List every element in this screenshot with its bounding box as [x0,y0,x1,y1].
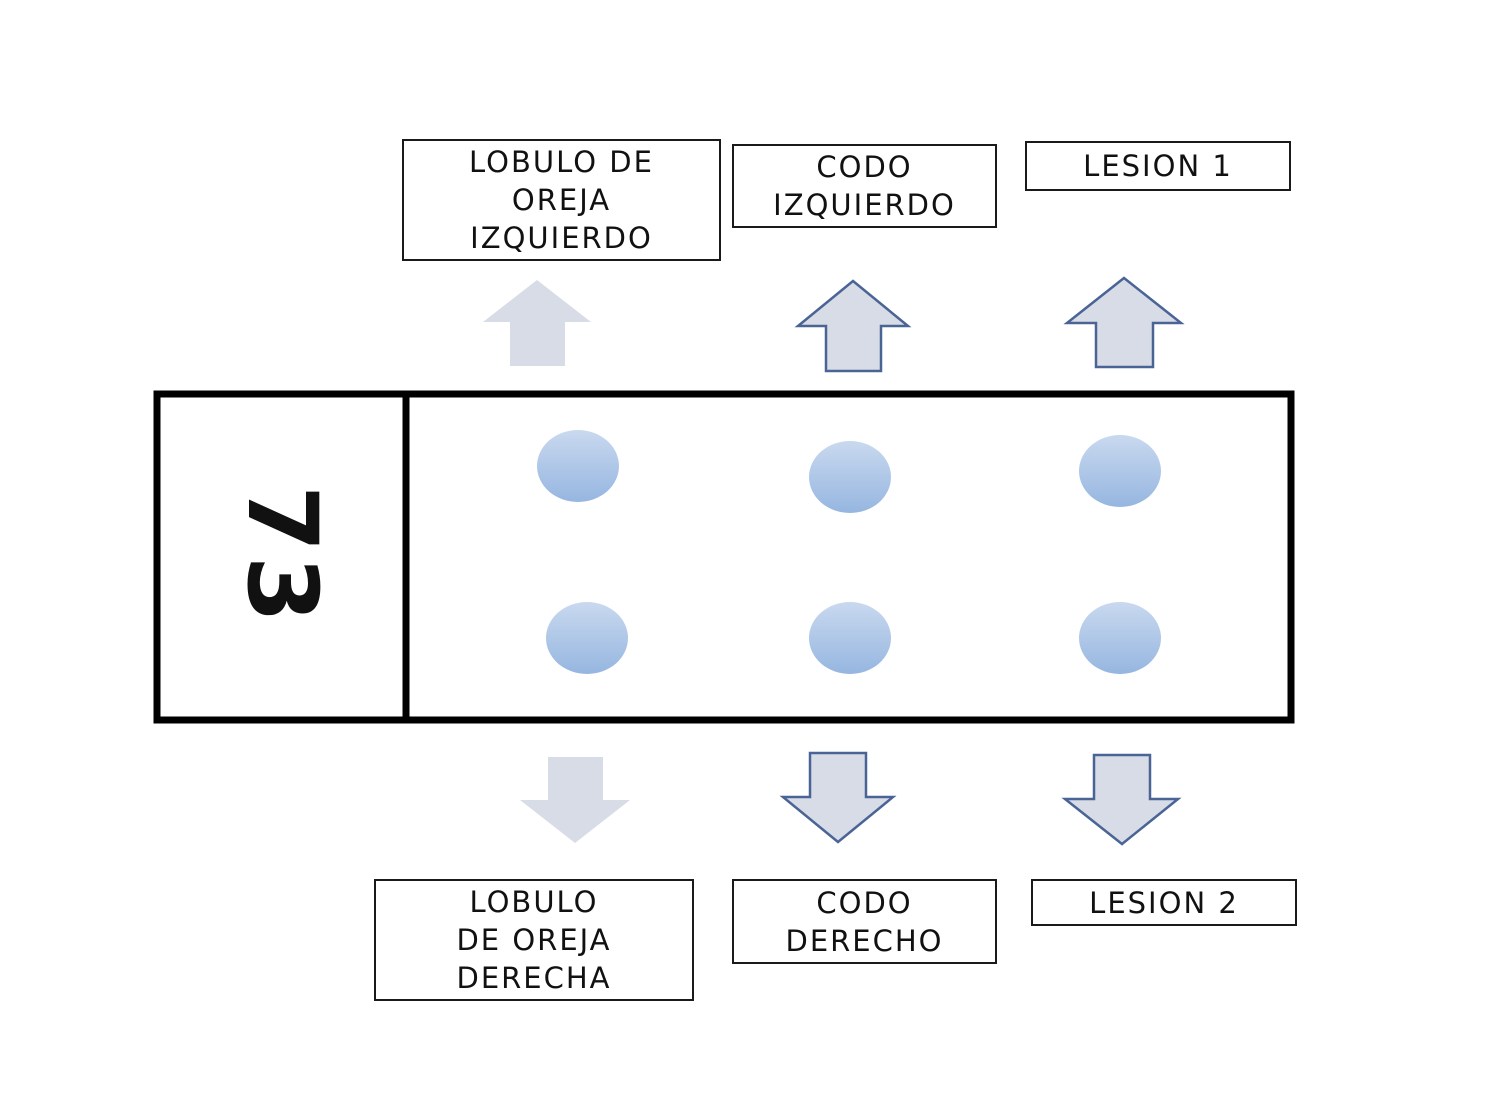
sample-number: 73 [160,396,404,716]
sample-number-text: 73 [226,485,338,627]
well-top-2 [809,441,891,513]
well-bottom-1 [546,602,628,674]
label-left-earlobe: LOBULO DE OREJA IZQUIERDO [402,139,721,261]
well-top-3 [1079,435,1161,507]
label-right-elbow: CODO DERECHO [732,879,997,964]
arrow-up-left-earlobe [483,280,591,366]
label-lesion-1: LESION 1 [1025,141,1291,191]
arrow-up-lesion-1 [1063,276,1185,369]
arrow-down-right-elbow [779,751,897,844]
label-right-earlobe: LOBULO DE OREJA DERECHA [374,879,694,1001]
arrow-down-right-earlobe [520,757,630,843]
arrow-up-left-elbow [794,279,912,373]
label-lesion-2: LESION 2 [1031,879,1297,926]
well-top-1 [537,430,619,502]
well-bottom-3 [1079,602,1161,674]
well-bottom-2 [809,602,891,674]
label-left-elbow: CODO IZQUIERDO [732,144,997,228]
arrow-down-lesion-2 [1061,753,1182,846]
